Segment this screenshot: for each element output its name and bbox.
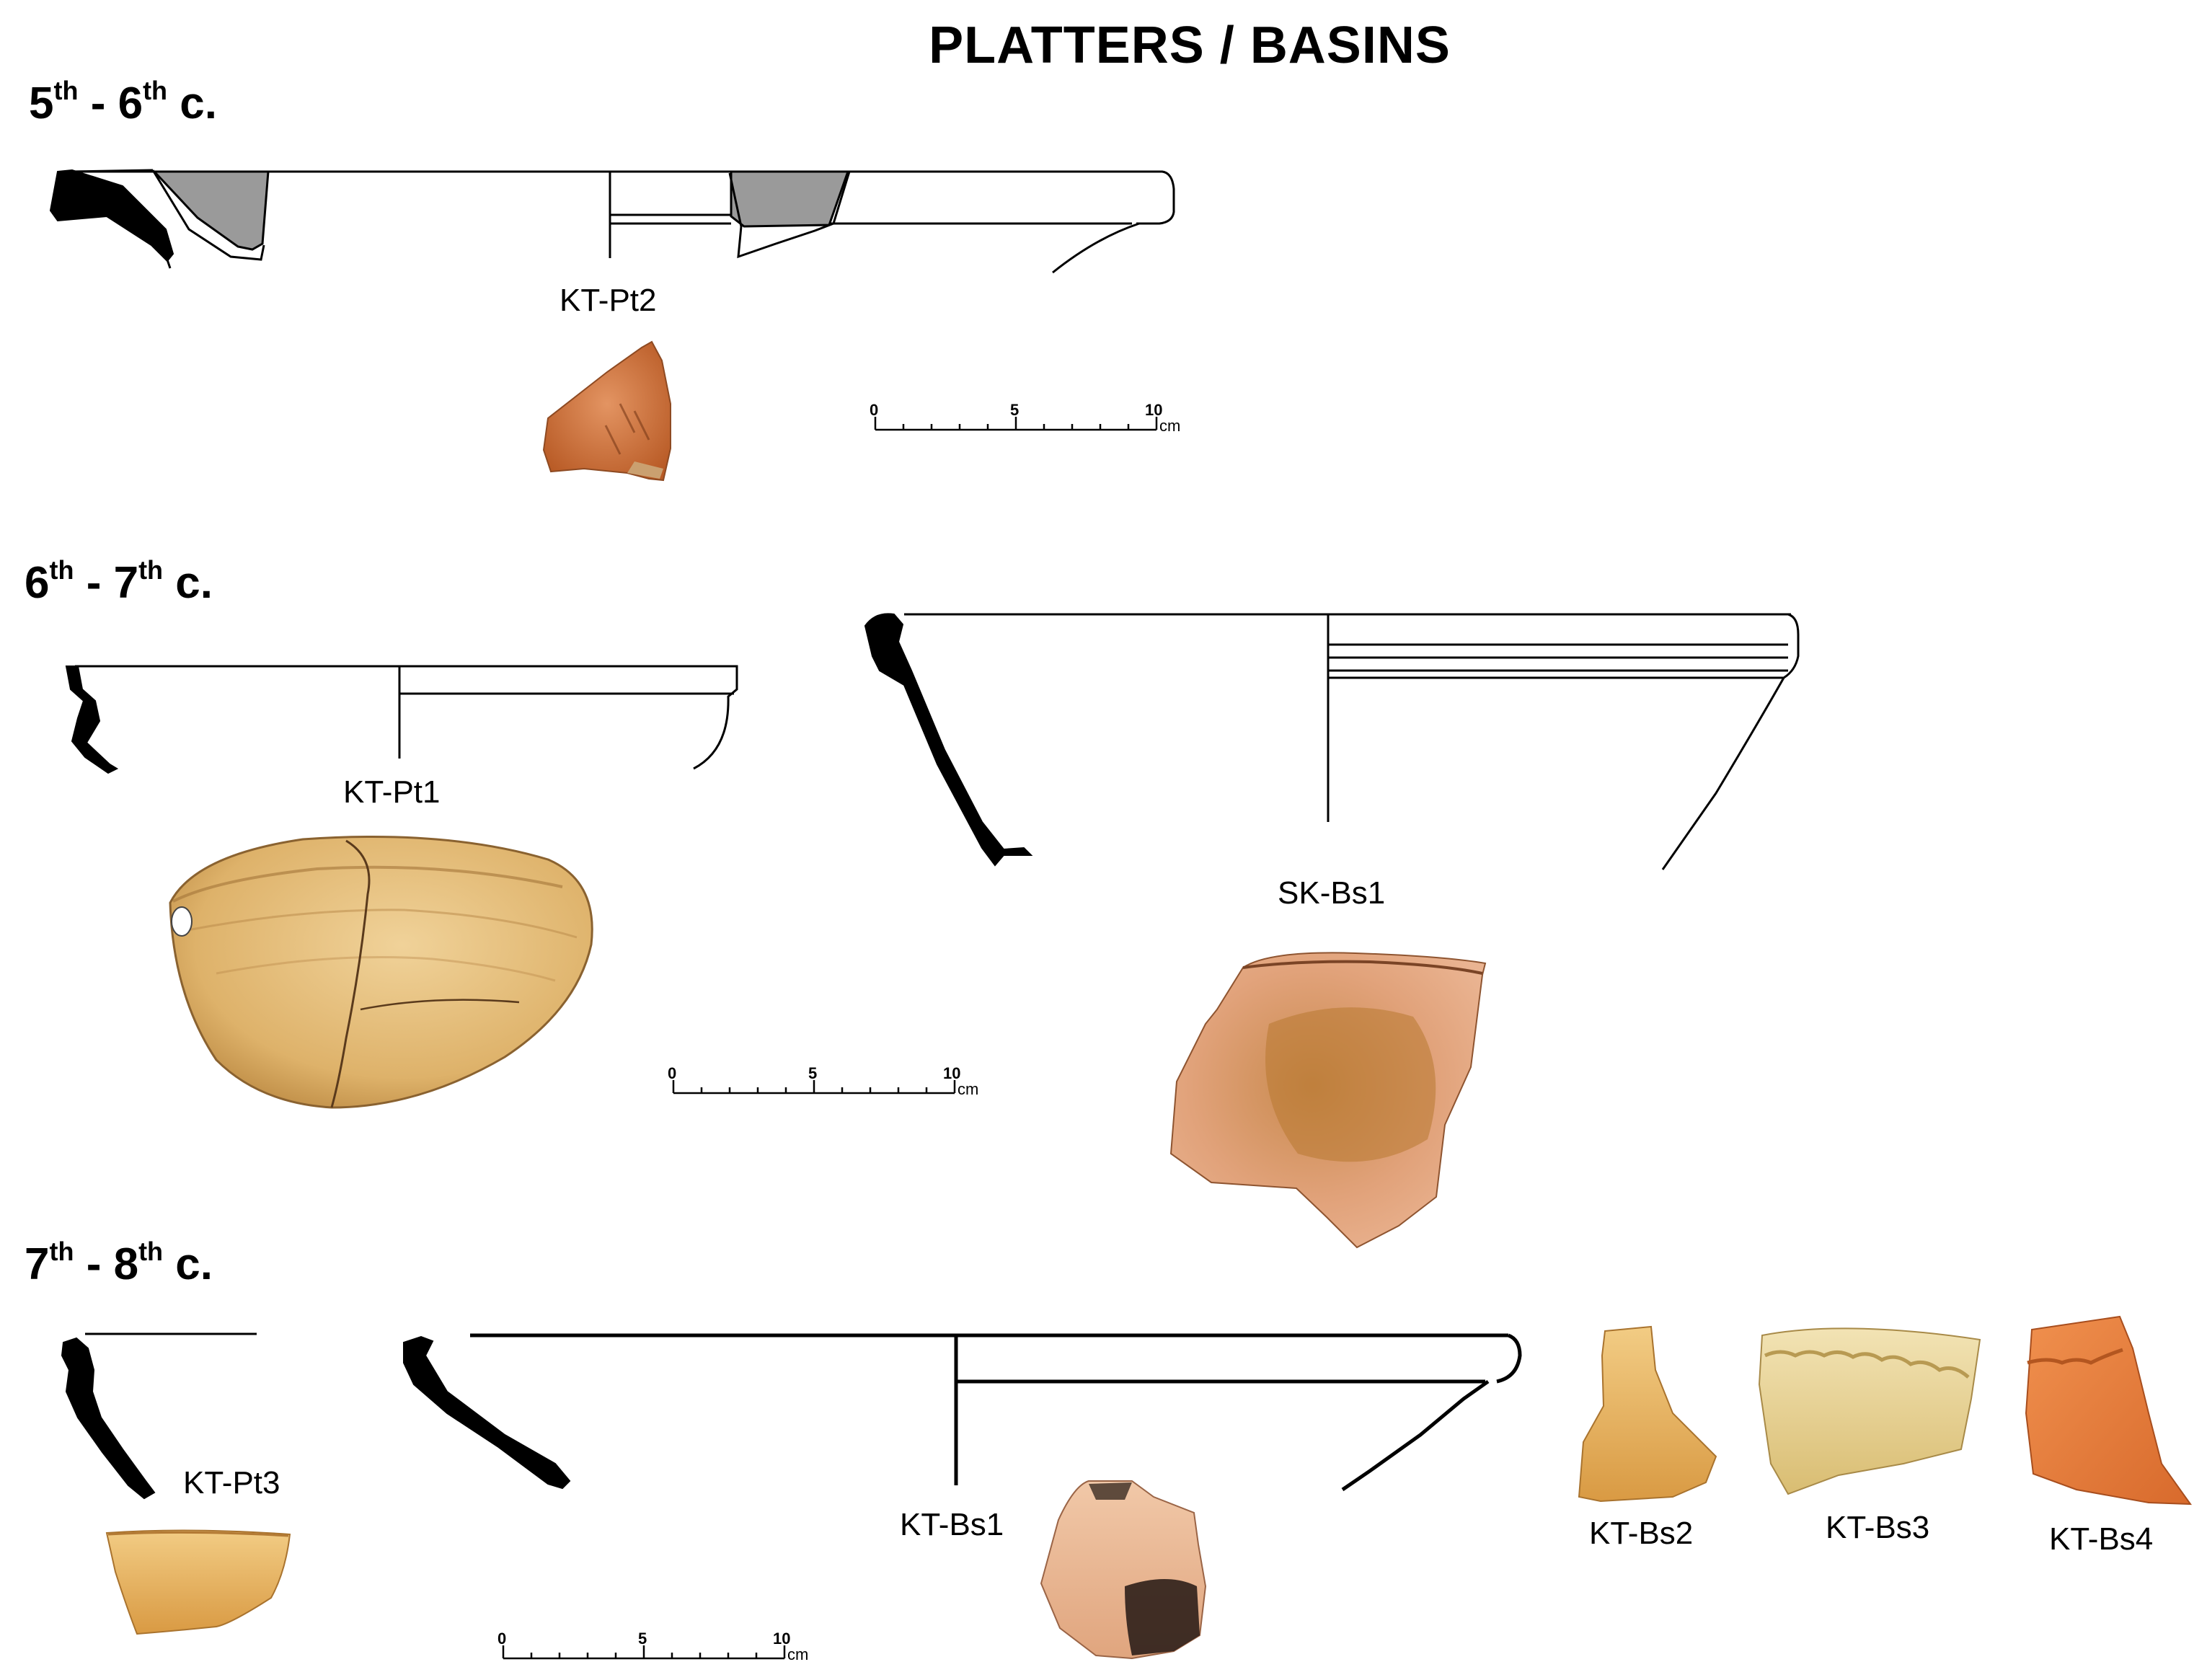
period-heading-6th-7th: 6th - 7th c. — [25, 555, 213, 609]
kt-bs1-sherd-photo — [1040, 1480, 1207, 1660]
label-kt-pt1: KT-Pt1 — [343, 774, 441, 810]
kt-bs4-sherd-photo — [2025, 1315, 2192, 1506]
scale-bar-1 — [874, 417, 1158, 431]
scale-bar-1-unit: cm — [1159, 417, 1180, 435]
kt-bs2-sherd-photo — [1578, 1325, 1717, 1503]
kt-pt2-sherd-photo — [542, 340, 671, 482]
label-kt-bs1: KT-Bs1 — [900, 1507, 1004, 1542]
label-kt-pt3: KT-Pt3 — [183, 1465, 280, 1500]
kt-pt2-black-section — [49, 169, 174, 262]
sk-bs1-profile-drawing — [864, 613, 1800, 870]
kt-bs1-black-section — [403, 1335, 571, 1490]
kt-pt1-museum-tag — [171, 906, 193, 937]
period-heading-5th-6th: 5th - 6th c. — [29, 76, 217, 129]
scale-bar-3-label-10: 10 — [773, 1630, 790, 1648]
kt-bs1-profile-drawing — [403, 1333, 1522, 1492]
label-kt-bs4: KT-Bs4 — [2049, 1521, 2154, 1557]
scale-bar-1-label-5: 5 — [1010, 401, 1019, 419]
kt-pt2-grey-section-right — [730, 170, 850, 228]
label-kt-bs3: KT-Bs3 — [1826, 1510, 1930, 1545]
sk-bs1-sherd-photo — [1169, 952, 1487, 1249]
kt-pt2-profile-drawing — [49, 169, 1175, 274]
scale-bar-2-label-0: 0 — [668, 1064, 676, 1082]
sk-bs1-black-section — [864, 613, 1033, 867]
kt-pt2-grey-section-left — [151, 170, 270, 251]
scale-bar-1-label-10: 10 — [1145, 401, 1162, 419]
scale-bar-3 — [502, 1645, 786, 1660]
kt-pt1-black-section — [65, 666, 119, 774]
label-kt-bs2: KT-Bs2 — [1589, 1516, 1694, 1551]
scale-bar-1-label-0: 0 — [870, 401, 878, 419]
scale-bar-2-label-10: 10 — [943, 1064, 960, 1082]
figure-title: PLATTERS / BASINS — [929, 17, 1451, 74]
label-kt-pt2: KT-Pt2 — [560, 283, 657, 318]
scale-bar-3-label-5: 5 — [638, 1630, 647, 1648]
scale-bar-2 — [672, 1080, 956, 1095]
kt-bs3-sherd-photo — [1758, 1327, 1981, 1495]
scale-bar-3-label-0: 0 — [497, 1630, 506, 1648]
kt-pt1-profile-drawing — [65, 665, 738, 774]
kt-pt3-black-section — [61, 1337, 156, 1500]
scale-bar-2-label-5: 5 — [808, 1064, 817, 1082]
kt-pt3-profile-drawing — [61, 1332, 257, 1500]
scale-bar-3-unit: cm — [787, 1645, 808, 1663]
label-sk-bs1: SK-Bs1 — [1278, 875, 1386, 911]
scale-bar-2-unit: cm — [957, 1080, 978, 1098]
kt-pt3-sherd-photo — [105, 1529, 291, 1635]
kt-pt1-bowl-photo — [169, 836, 593, 1109]
period-heading-7th-8th: 7th - 8th c. — [25, 1237, 213, 1290]
